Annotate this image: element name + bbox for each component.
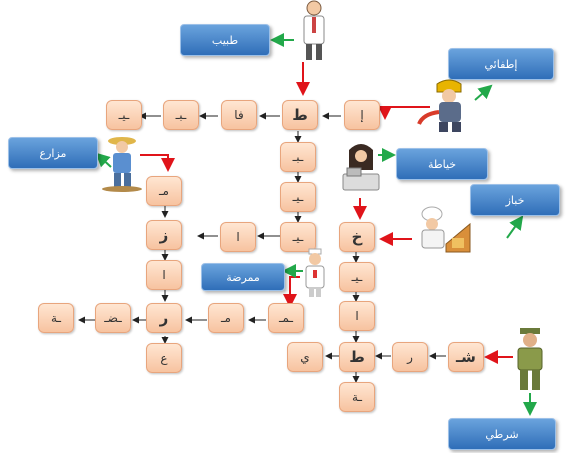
letter-tile: ع [146,343,182,373]
letter-tile: ـبـ [163,100,199,130]
letter-tile: ط [339,342,375,372]
label-firefighter: إطفائي [448,48,554,80]
letter-tile: ز [146,220,182,250]
label-nurse: ممرضة [201,263,285,291]
nurse-icon [305,248,325,297]
doctor-icon [303,0,325,60]
label-policeman: شرطي [448,418,556,450]
letter-tile: ـة [38,303,74,333]
letter-tile: ي [287,342,323,372]
letter-tile: إ [344,100,380,130]
label-farmer: مزارع [8,137,98,169]
letter-tile: شـ [448,342,484,372]
label-doctor: طبيب [180,24,270,56]
letter-tile: فا [221,100,257,130]
letter-tile: ـة [339,382,375,412]
farmer-icon [102,137,142,192]
letter-tile: ا [220,222,256,252]
letter-tile: ـيـ [339,262,375,292]
label-baker: خباز [470,184,560,216]
label-seamstress: خياطة [396,148,488,180]
letter-tile: خ [339,222,375,252]
letter-tile: ا [146,260,182,290]
letter-tile: ـمـ [268,303,304,333]
letter-tile: ـيـ [280,182,316,212]
letter-tile: ـضـ [95,303,131,333]
letter-tile: مـ [146,176,182,206]
seamstress-icon [342,144,380,191]
letter-tile: ـيـ [106,100,142,130]
letter-tile: ر [146,303,182,333]
baker-icon [421,206,471,253]
letter-tile: ـيـ [280,222,316,252]
firefighter-icon [417,79,462,132]
letter-tile: ـبـ [280,142,316,172]
letter-tile: ط [282,100,318,130]
policeman-icon [517,328,543,390]
letter-tile: ر [392,342,428,372]
letter-tile: مـ [208,303,244,333]
letter-tile: ا [339,301,375,331]
